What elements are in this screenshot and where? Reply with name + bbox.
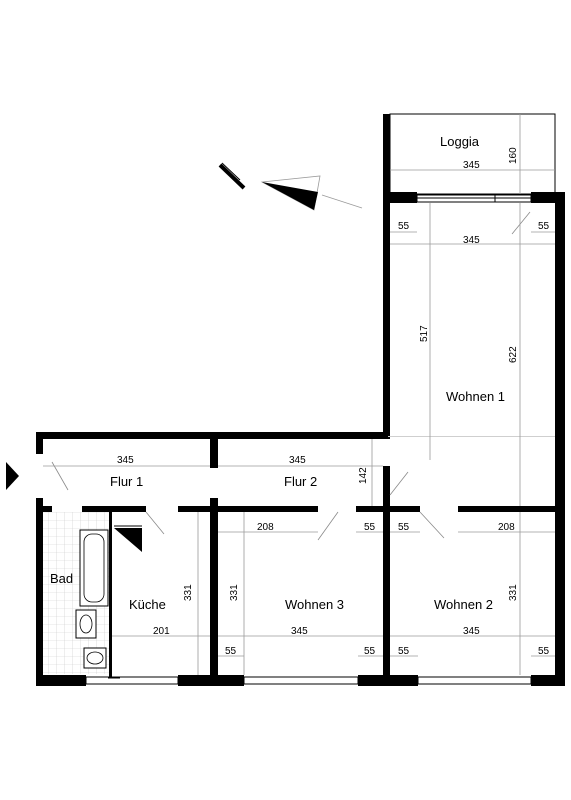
interior-walls [42, 432, 555, 678]
door-swings [51, 211, 531, 541]
sink-icon [75, 609, 97, 639]
kitchen-triangle-icon [114, 528, 142, 552]
room-label-flur2: Flur 2 [284, 474, 317, 489]
entrance-arrow-icon [6, 462, 19, 490]
dimension-lines [43, 114, 555, 675]
dim-loggia-depth: 160 [508, 147, 519, 164]
dim-kueche-depth: 331 [183, 584, 194, 601]
dim-wohnen3-top-right: 55 [364, 522, 376, 533]
dim-wohnen3-width: 345 [291, 626, 308, 637]
dim-wohnen3-top-wall: 208 [257, 522, 274, 533]
dim-wohnen2-depth: 331 [508, 584, 519, 601]
loggia-frame [389, 113, 556, 195]
dim-wohnen1-width: 345 [463, 235, 480, 246]
dim-flur2-depth: 142 [358, 467, 369, 484]
dim-wohnen1-left-pillar: 55 [398, 221, 410, 232]
dim-kueche-width: 201 [153, 626, 170, 637]
toilet-icon [83, 647, 107, 669]
dim-wohnen3-depth: 331 [229, 584, 240, 601]
room-label-loggia: Loggia [440, 134, 480, 149]
bathtub-icon [79, 529, 109, 607]
dim-wohnen2-bottom-right: 55 [538, 646, 550, 657]
bottom-windows [85, 676, 532, 685]
dim-loggia-width: 345 [463, 160, 480, 171]
dim-flur1-width: 345 [117, 455, 134, 466]
room-label-wohnen1: Wohnen 1 [446, 389, 505, 404]
dim-wohnen1-depth-full: 622 [508, 346, 519, 363]
north-arrow-icon [218, 162, 363, 211]
dim-wohnen2-top-left: 55 [398, 522, 410, 533]
dim-wohnen1-right-pillar: 55 [538, 221, 550, 232]
room-label-wohnen2: Wohnen 2 [434, 597, 493, 612]
dim-wohnen2-width: 345 [463, 626, 480, 637]
room-label-kueche: Küche [129, 597, 166, 612]
dim-wohnen2-bottom-left: 55 [398, 646, 410, 657]
dim-wohnen3-bottom-right: 55 [364, 646, 376, 657]
dim-wohnen2-top-wall: 208 [498, 522, 515, 533]
dim-flur2-width: 345 [289, 455, 306, 466]
dim-wohnen1-depth-partial: 517 [419, 325, 430, 342]
room-label-wohnen3: Wohnen 3 [285, 597, 344, 612]
room-label-flur1: Flur 1 [110, 474, 143, 489]
dim-wohnen3-bottom-left: 55 [225, 646, 237, 657]
room-label-bad: Bad [50, 571, 73, 586]
